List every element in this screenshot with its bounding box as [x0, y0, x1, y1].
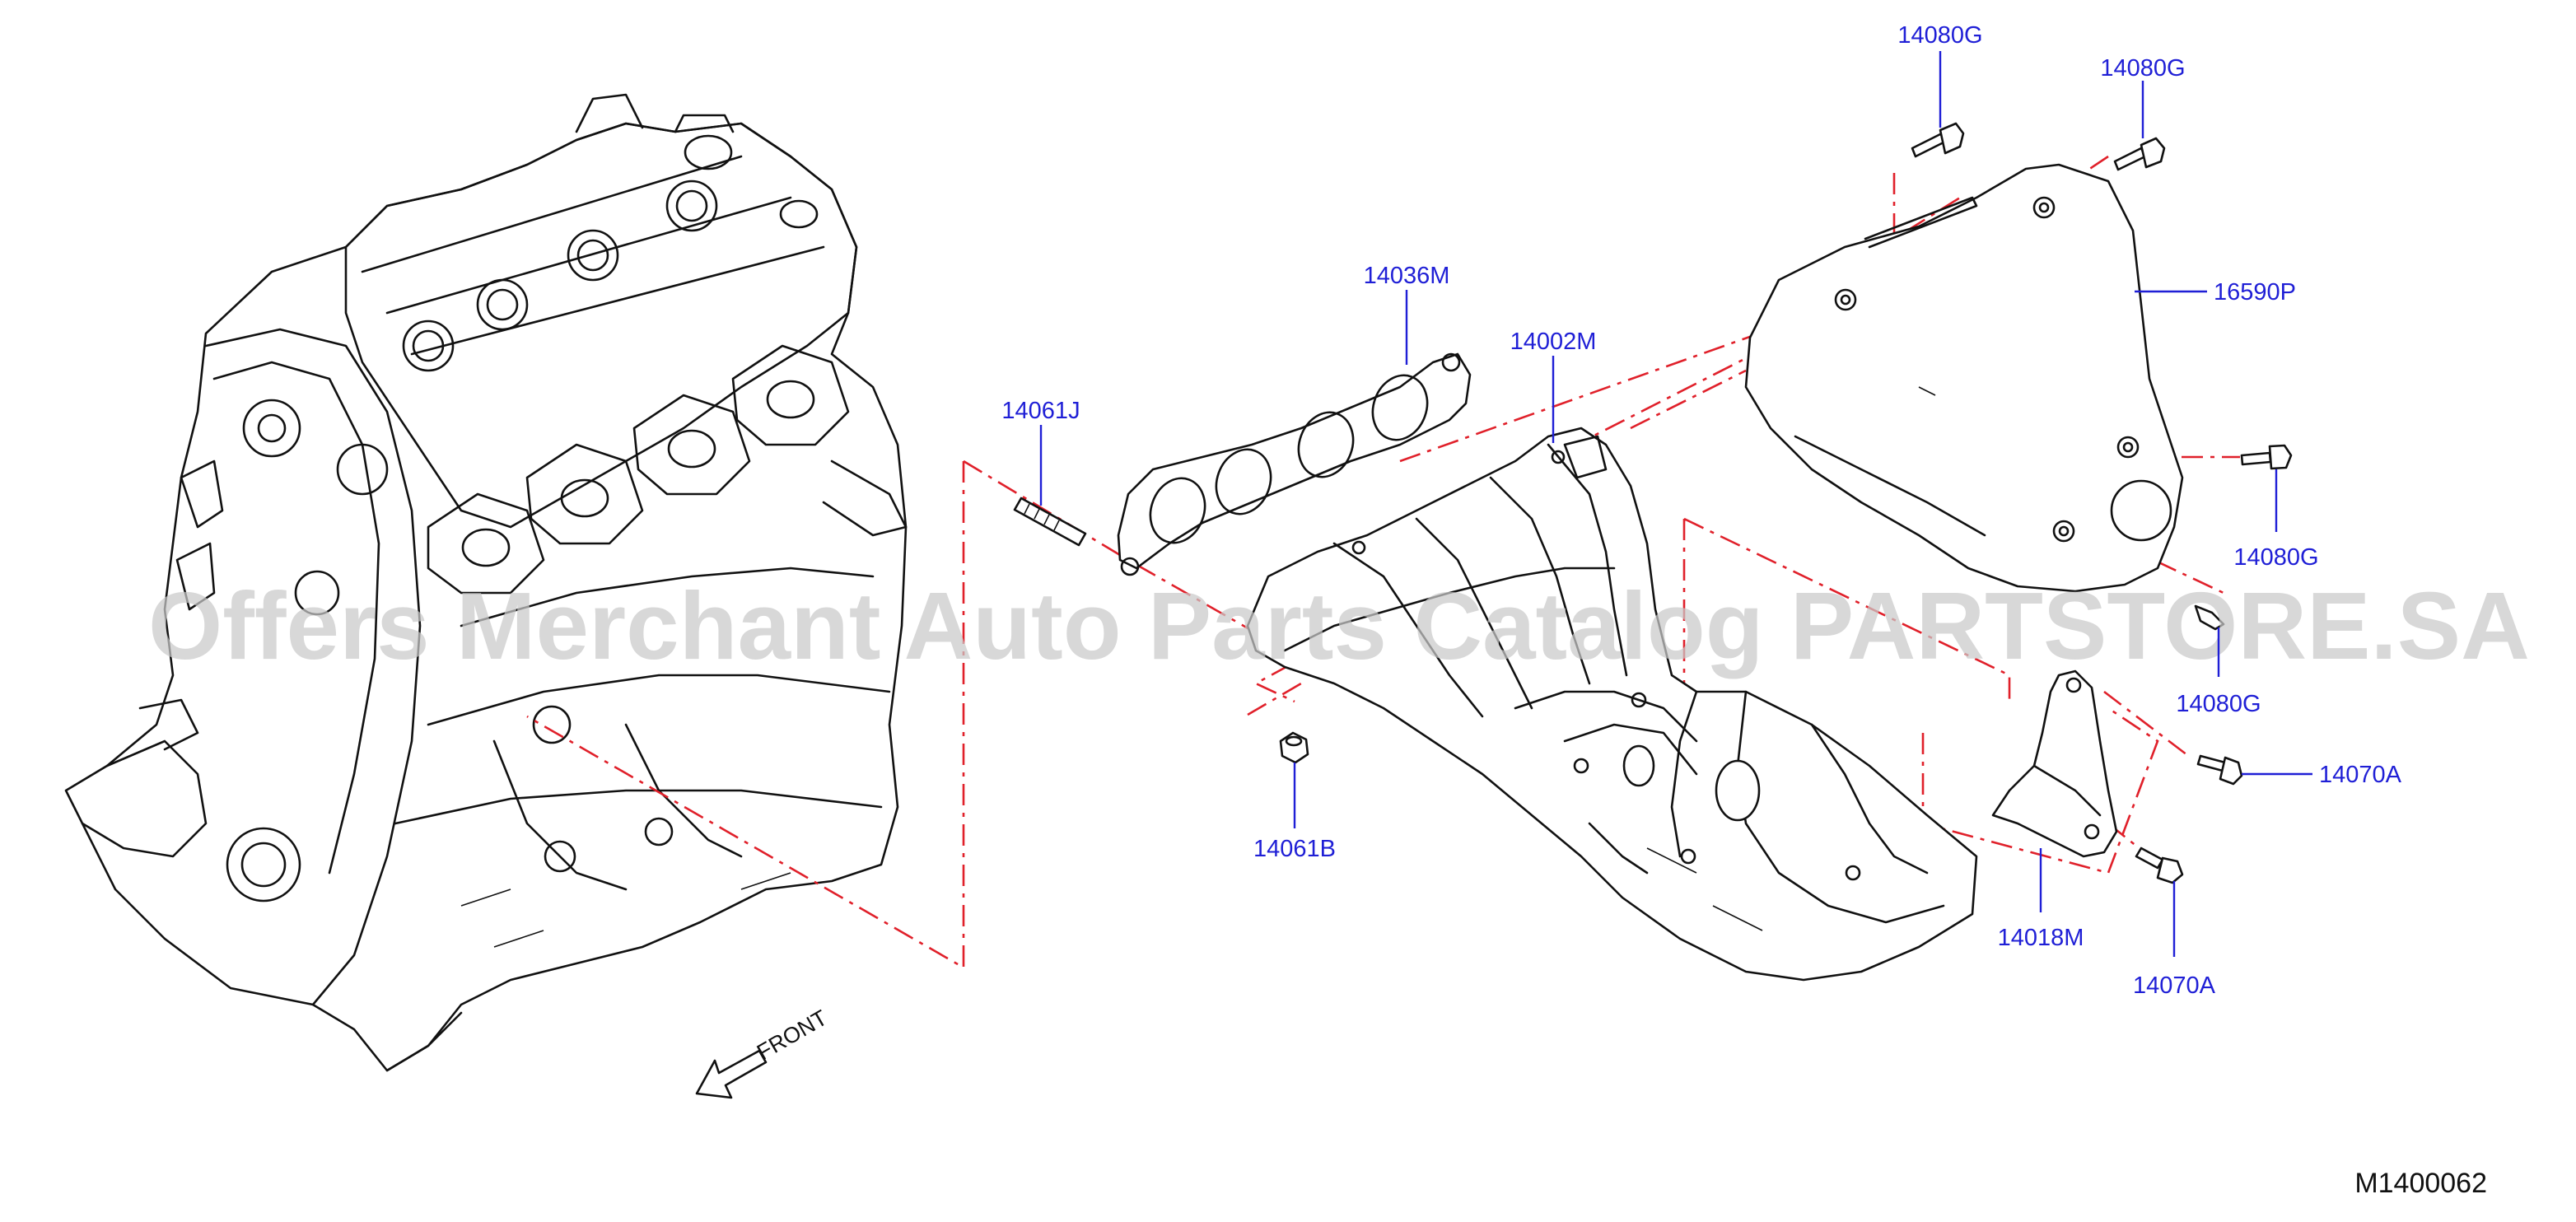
- part-number-label[interactable]: 14061J: [1001, 398, 1080, 424]
- callout-14061j[interactable]: 14061J: [1001, 398, 1080, 506]
- callout-14080g-right[interactable]: 14080G: [2233, 469, 2319, 571]
- part-number-label[interactable]: 14002M: [1510, 329, 1597, 355]
- bolt-14080g-lower-drawing: [2194, 604, 2225, 631]
- callout-14018m[interactable]: 14018M: [1998, 848, 2084, 951]
- callout-14002m[interactable]: 14002M: [1510, 329, 1597, 443]
- callout-14080g-top-right[interactable]: 14080G: [2100, 55, 2186, 138]
- bolt-14080g-top-right-drawing: [2113, 137, 2166, 171]
- part-number-label[interactable]: 14080G: [1897, 22, 1982, 49]
- part-number-label[interactable]: 14036M: [1364, 263, 1450, 289]
- callout-14036m[interactable]: 14036M: [1364, 263, 1450, 365]
- part-number-label[interactable]: 14070A: [2319, 762, 2402, 788]
- front-direction-indicator: FRONT: [695, 1005, 832, 1099]
- part-number-label[interactable]: 16590P: [2214, 279, 2296, 306]
- part-number-label[interactable]: 14080G: [2176, 691, 2261, 717]
- front-label: FRONT: [753, 1005, 832, 1065]
- callout-14080g-lower[interactable]: 14080G: [2176, 627, 2261, 717]
- callout-16590p[interactable]: 16590P: [2135, 279, 2296, 306]
- bolt-14070a-lower-drawing: [2135, 847, 2184, 884]
- bolt-14080g-right-drawing: [2240, 444, 2293, 470]
- bracket-14018m-drawing: [1991, 669, 2118, 858]
- part-number-label[interactable]: 14080G: [2100, 55, 2185, 82]
- callout-14061b[interactable]: 14061B: [1253, 763, 1336, 862]
- part-number-label[interactable]: 14018M: [1998, 925, 2084, 951]
- heat-shield-16590p-drawing: [1744, 163, 2184, 593]
- callout-14080g-top-left[interactable]: 14080G: [1897, 22, 1983, 128]
- part-number-label[interactable]: 14080G: [2233, 544, 2318, 571]
- bolt-14070a-upper-drawing: [2196, 754, 2243, 786]
- engine-block-drawing: [64, 93, 908, 1072]
- front-arrow-icon: [695, 1049, 768, 1099]
- callout-14070a-lower[interactable]: 14070A: [2133, 881, 2216, 999]
- gasket-14036m-drawing: [1117, 352, 1472, 576]
- manifold-14002m-drawing: [1246, 427, 1978, 982]
- bolt-14080g-top-left-drawing: [1911, 122, 1965, 158]
- part-number-label[interactable]: 14061B: [1253, 836, 1336, 862]
- diagram-code: M1400062: [2354, 1168, 2487, 1199]
- part-number-label[interactable]: 14070A: [2133, 972, 2216, 999]
- stud-14061j-drawing: [1013, 497, 1087, 547]
- watermark: Offers Merchant Auto Parts Catalog PARTS…: [148, 572, 2530, 679]
- nut-14061b-drawing: [1279, 731, 1309, 764]
- callout-14070a-upper[interactable]: 14070A: [2242, 762, 2402, 788]
